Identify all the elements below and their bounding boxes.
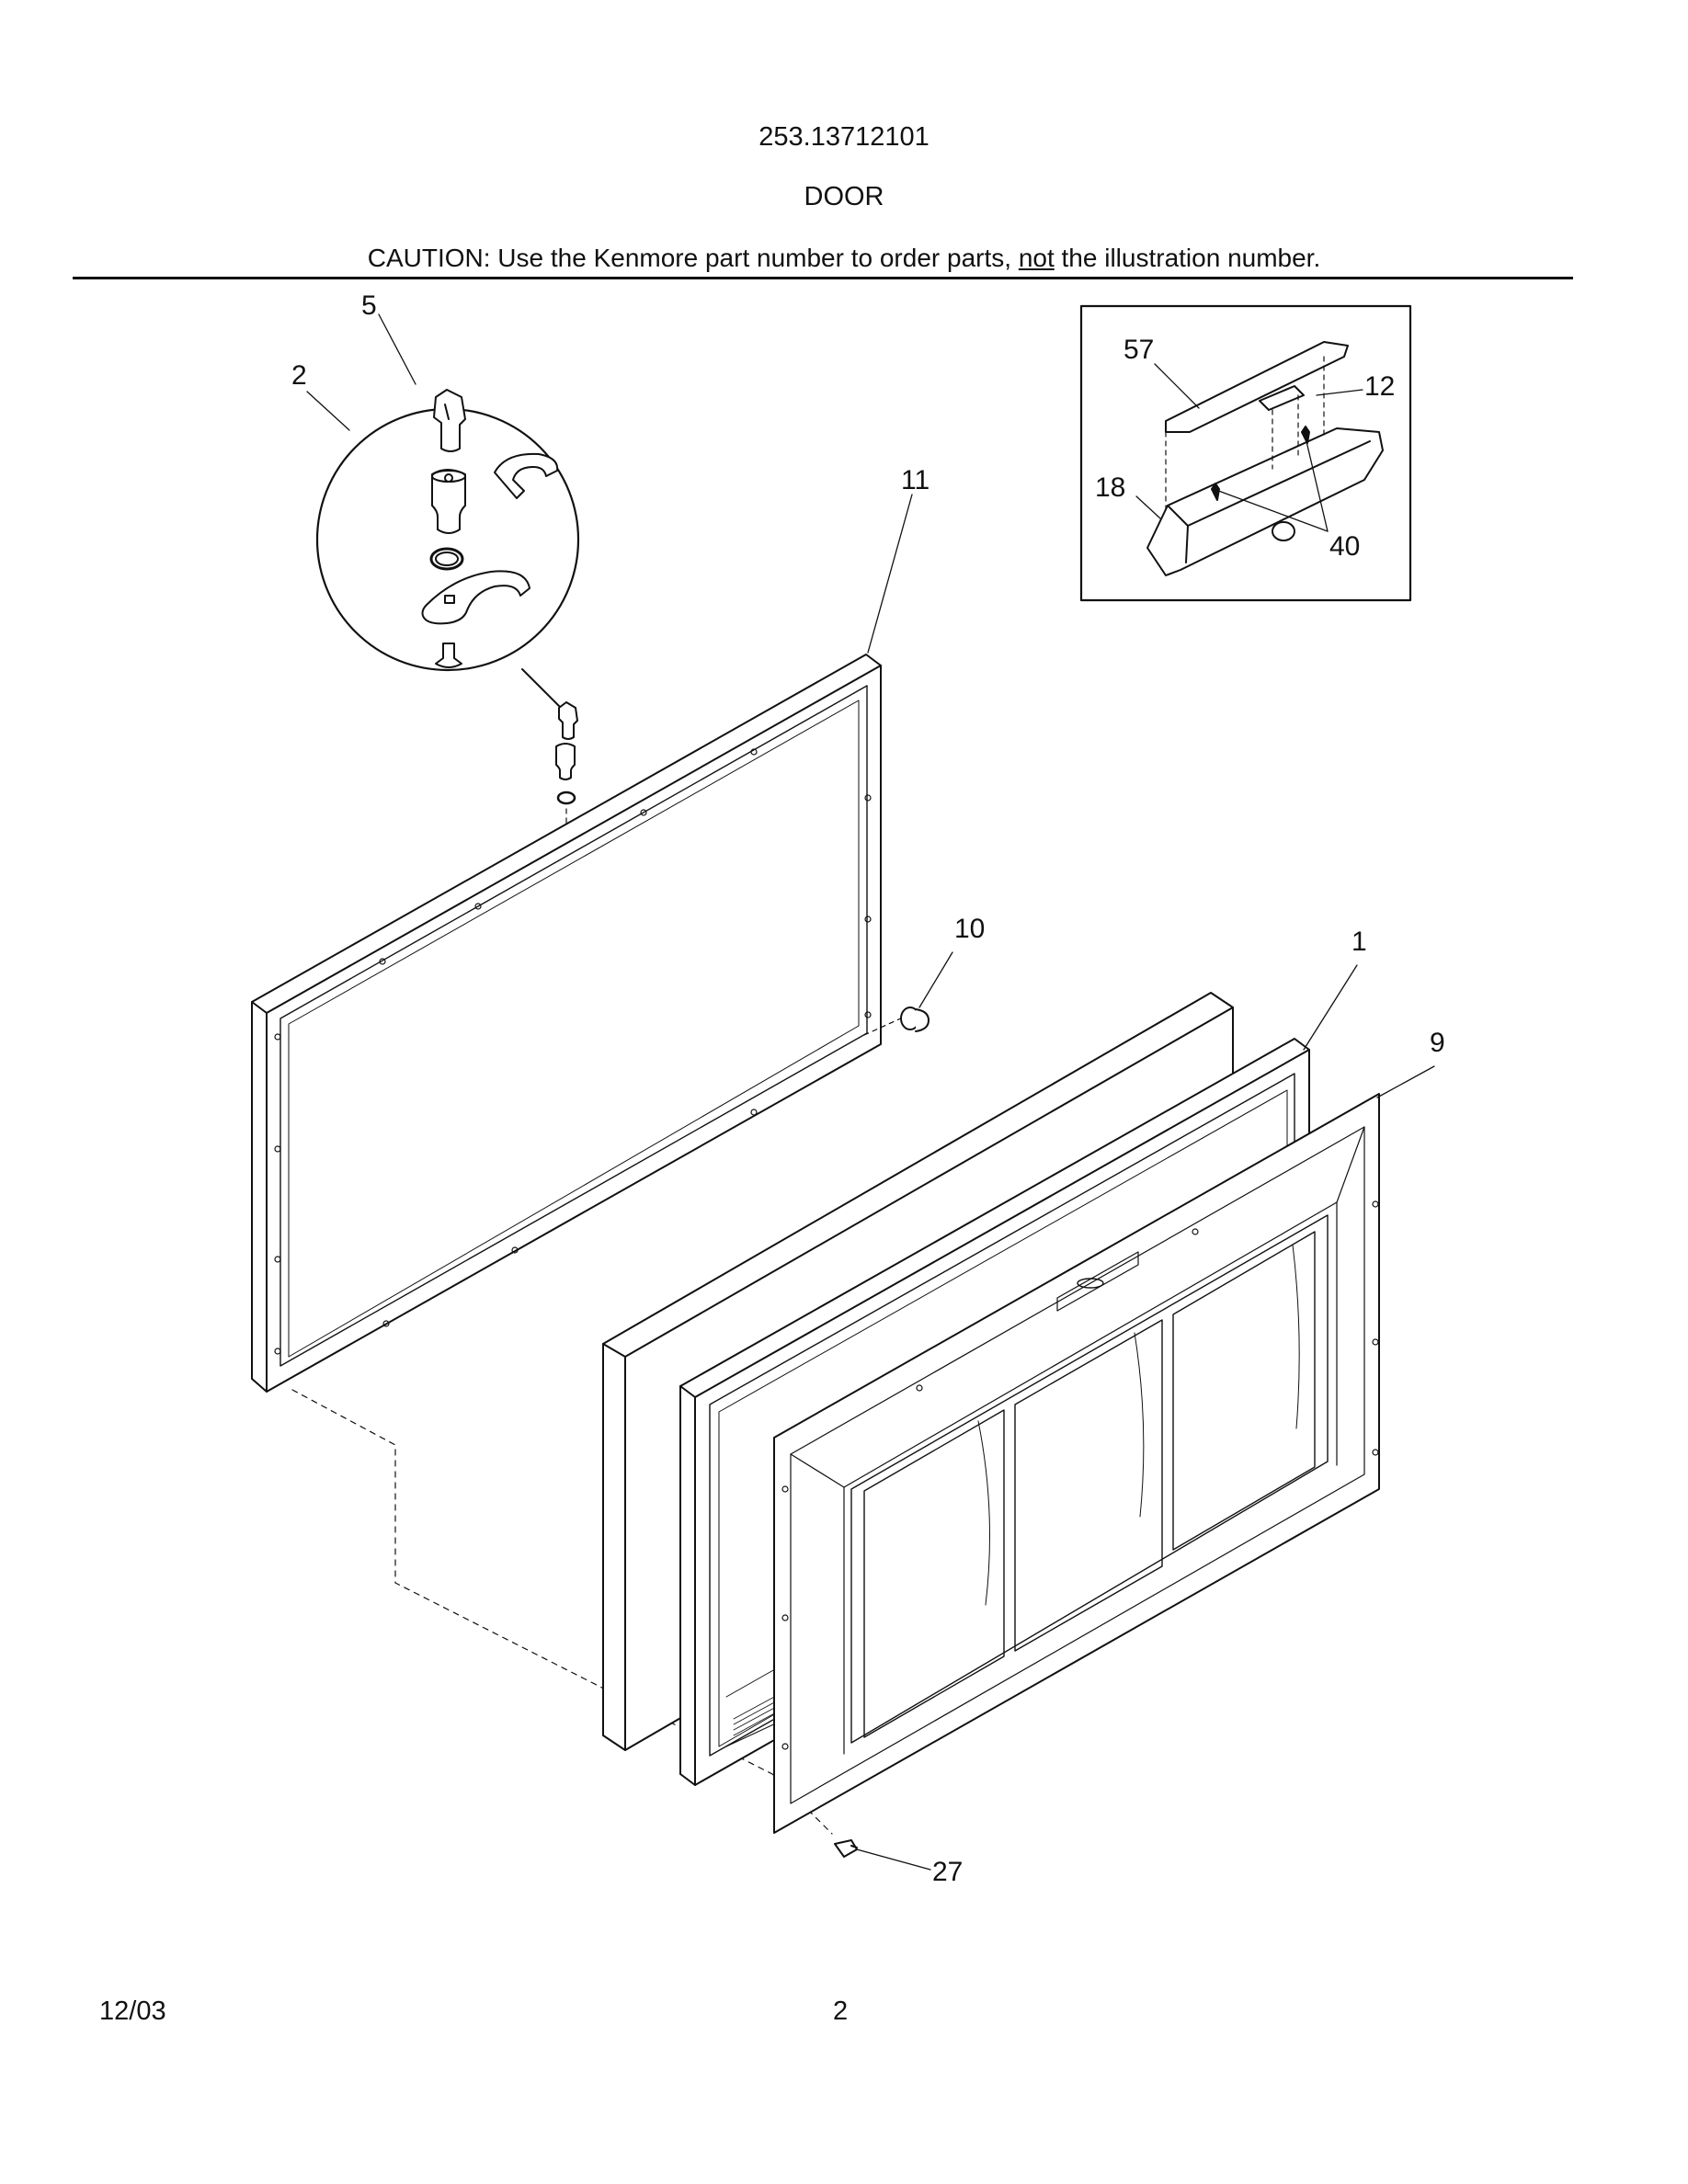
header-rule xyxy=(73,277,1573,279)
callout-label: 18 xyxy=(1095,472,1126,503)
callout-label: 1 xyxy=(1352,927,1367,957)
lock-detail-circle xyxy=(315,389,580,709)
plug-part xyxy=(863,1007,930,1036)
caution-emphasis: not xyxy=(1018,244,1055,272)
callout-label: 57 xyxy=(1123,335,1155,365)
footer-date: 12/03 xyxy=(99,1996,166,2026)
callout-label: 5 xyxy=(361,290,377,321)
screw-part xyxy=(834,1839,858,1858)
model-number: 253.13712101 xyxy=(758,122,930,152)
callout-label: 40 xyxy=(1329,531,1361,562)
caution-suffix: the illustration number. xyxy=(1054,244,1321,272)
callout-label: 27 xyxy=(932,1857,964,1887)
page-number: 2 xyxy=(833,1996,849,2026)
callout-label: 10 xyxy=(954,914,986,944)
callout-leaders xyxy=(306,313,1435,1871)
callout-label: 9 xyxy=(1430,1028,1445,1058)
handle-detail-inset xyxy=(1079,304,1412,602)
callout-label: 12 xyxy=(1364,371,1396,402)
callout-label: 2 xyxy=(291,360,307,391)
caution-note: CAUTION: Use the Kenmore part number to … xyxy=(0,244,1688,273)
caution-prefix: CAUTION: Use the Kenmore part number to … xyxy=(367,244,1019,272)
callout-label: 11 xyxy=(901,465,930,495)
section-title: DOOR xyxy=(804,182,884,211)
outer-door-panel xyxy=(773,1093,1380,1834)
